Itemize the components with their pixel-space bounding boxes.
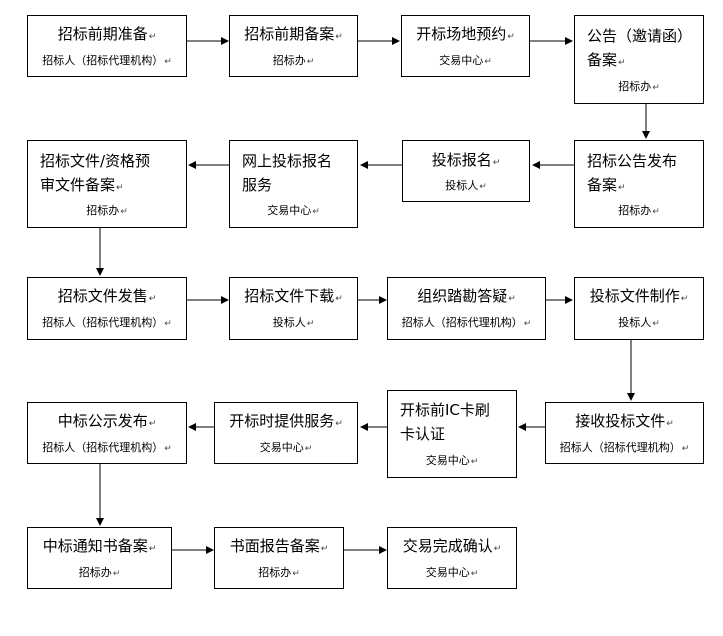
- step-actor: 交易中心: [425, 454, 470, 467]
- step-title-line-1: 开标前IC卡刷: [400, 401, 490, 419]
- step-title-line-1: 招标公告发布: [587, 152, 678, 170]
- step-actor: 交易中心: [425, 566, 470, 579]
- step-bid-docs-filing: 招标文件/资格预 审文件备案↵ 招标办↵: [27, 140, 187, 228]
- step-written-report-filing: 书面报告备案↵ 招标办↵: [214, 527, 344, 589]
- return-mark: ↵: [652, 83, 660, 93]
- step-actor: 招标人（招标代理机构）: [401, 316, 523, 329]
- return-mark: ↵: [304, 444, 313, 454]
- step-actor: 交易中心: [267, 204, 312, 217]
- step-receive-bid-documents: 接收投标文件↵ 招标人（招标代理机构）↵: [545, 402, 704, 464]
- step-bidding-pre-filing: 招标前期备案↵ 招标办↵: [229, 15, 358, 77]
- step-actor: 招标办: [618, 204, 652, 217]
- step-title: 组织踏勘答疑: [417, 287, 508, 305]
- return-mark: ↵: [492, 158, 501, 168]
- return-mark: ↵: [335, 294, 343, 304]
- step-actor: 交易中心: [439, 54, 484, 67]
- return-mark: ↵: [306, 57, 315, 67]
- step-title: 招标文件下载: [244, 287, 335, 305]
- step-title: 招标文件发售: [57, 287, 148, 305]
- return-mark: ↵: [618, 58, 626, 68]
- step-site-visit-qa: 组织踏勘答疑↵ 招标人（招标代理机构）↵: [387, 277, 546, 340]
- step-title-line-2: 服务: [242, 176, 273, 194]
- return-mark: ↵: [493, 544, 502, 554]
- step-bid-docs-sale: 招标文件发售↵ 招标人（招标代理机构）↵: [27, 277, 187, 340]
- step-title-line-1: 网上投标报名: [242, 152, 333, 170]
- step-title: 中标公示发布: [57, 412, 148, 430]
- return-mark: ↵: [148, 294, 157, 304]
- step-title-line-2: 审文件备案: [40, 176, 116, 194]
- return-mark: ↵: [335, 419, 343, 429]
- return-mark: ↵: [148, 544, 157, 554]
- step-title: 投标文件制作: [589, 287, 680, 305]
- return-mark: ↵: [112, 569, 121, 579]
- step-ic-card-auth: 开标前IC卡刷 卡认证 交易中心↵: [387, 390, 517, 478]
- step-title: 交易完成确认: [402, 537, 493, 555]
- step-actor: 投标人: [618, 316, 652, 329]
- return-mark: ↵: [618, 183, 626, 193]
- step-title-line-2: 备案: [587, 176, 618, 194]
- return-mark: ↵: [666, 419, 674, 429]
- return-mark: ↵: [164, 319, 172, 329]
- return-mark: ↵: [312, 207, 320, 217]
- step-actor: 招标办: [618, 80, 652, 93]
- step-title-line-2: 备案: [587, 51, 618, 69]
- return-mark: ↵: [148, 419, 157, 429]
- step-actor: 招标人（招标代理机构）: [559, 441, 681, 454]
- step-actor: 招标办: [78, 566, 112, 579]
- step-title: 中标通知书备案: [42, 537, 148, 555]
- return-mark: ↵: [116, 183, 124, 193]
- step-announcement-publish: 招标公告发布 备案↵ 招标办↵: [574, 140, 704, 228]
- return-mark: ↵: [164, 444, 172, 454]
- return-mark: ↵: [164, 57, 172, 67]
- return-mark: ↵: [306, 319, 315, 329]
- return-mark: ↵: [320, 544, 329, 554]
- return-mark: ↵: [523, 319, 532, 329]
- step-opening-service: 开标时提供服务↵ 交易中心↵: [214, 402, 358, 464]
- step-actor: 招标办: [272, 54, 306, 67]
- return-mark: ↵: [335, 32, 343, 42]
- return-mark: ↵: [652, 319, 660, 329]
- step-title: 书面报告备案: [229, 537, 320, 555]
- return-mark: ↵: [681, 444, 690, 454]
- step-actor: 招标人（招标代理机构）: [42, 441, 164, 454]
- step-title: 招标前期准备: [57, 25, 148, 43]
- step-title: 招标前期备案: [244, 25, 335, 43]
- return-mark: ↵: [680, 294, 689, 304]
- step-actor: 交易中心: [259, 441, 304, 454]
- return-mark: ↵: [479, 182, 487, 192]
- return-mark: ↵: [507, 32, 515, 42]
- step-announcement-filing: 公告（邀请函） 备案↵ 招标办↵: [574, 15, 704, 104]
- return-mark: ↵: [292, 569, 300, 579]
- step-title-line-1: 招标文件/资格预: [40, 152, 151, 170]
- return-mark: ↵: [652, 207, 660, 217]
- step-title: 投标报名: [431, 151, 492, 169]
- return-mark: ↵: [120, 207, 128, 217]
- step-title-line-1: 公告（邀请函）: [587, 27, 693, 45]
- return-mark: ↵: [484, 57, 492, 67]
- step-actor: 投标人: [445, 179, 479, 192]
- step-bid-registration: 投标报名↵ 投标人↵: [402, 140, 530, 202]
- step-bid-docs-download: 招标文件下载↵ 投标人↵: [229, 277, 358, 340]
- return-mark: ↵: [470, 457, 479, 467]
- step-bidding-preparation: 招标前期准备↵ 招标人（招标代理机构）↵: [27, 15, 187, 77]
- return-mark: ↵: [148, 32, 157, 42]
- step-winning-bid-publicity: 中标公示发布↵ 招标人（招标代理机构）↵: [27, 402, 187, 464]
- step-title-line-2: 卡认证: [400, 425, 446, 443]
- step-award-notice-filing: 中标通知书备案↵ 招标办↵: [27, 527, 172, 589]
- step-bid-document-preparation: 投标文件制作↵ 投标人↵: [574, 277, 704, 340]
- return-mark: ↵: [470, 569, 479, 579]
- step-title: 开标时提供服务: [229, 412, 335, 430]
- step-actor: 投标人: [272, 316, 306, 329]
- step-actor: 招标办: [258, 566, 292, 579]
- step-actor: 招标办: [86, 204, 120, 217]
- step-title: 开标场地预约: [416, 25, 507, 43]
- step-title: 接收投标文件: [575, 412, 666, 430]
- step-transaction-confirmation: 交易完成确认↵ 交易中心↵: [387, 527, 517, 589]
- step-venue-booking: 开标场地预约↵ 交易中心↵: [401, 15, 530, 77]
- step-online-registration-service: 网上投标报名 服务 交易中心↵: [229, 140, 358, 228]
- step-actor: 招标人（招标代理机构）: [42, 54, 164, 67]
- step-actor: 招标人（招标代理机构）: [42, 316, 164, 329]
- return-mark: ↵: [508, 294, 516, 304]
